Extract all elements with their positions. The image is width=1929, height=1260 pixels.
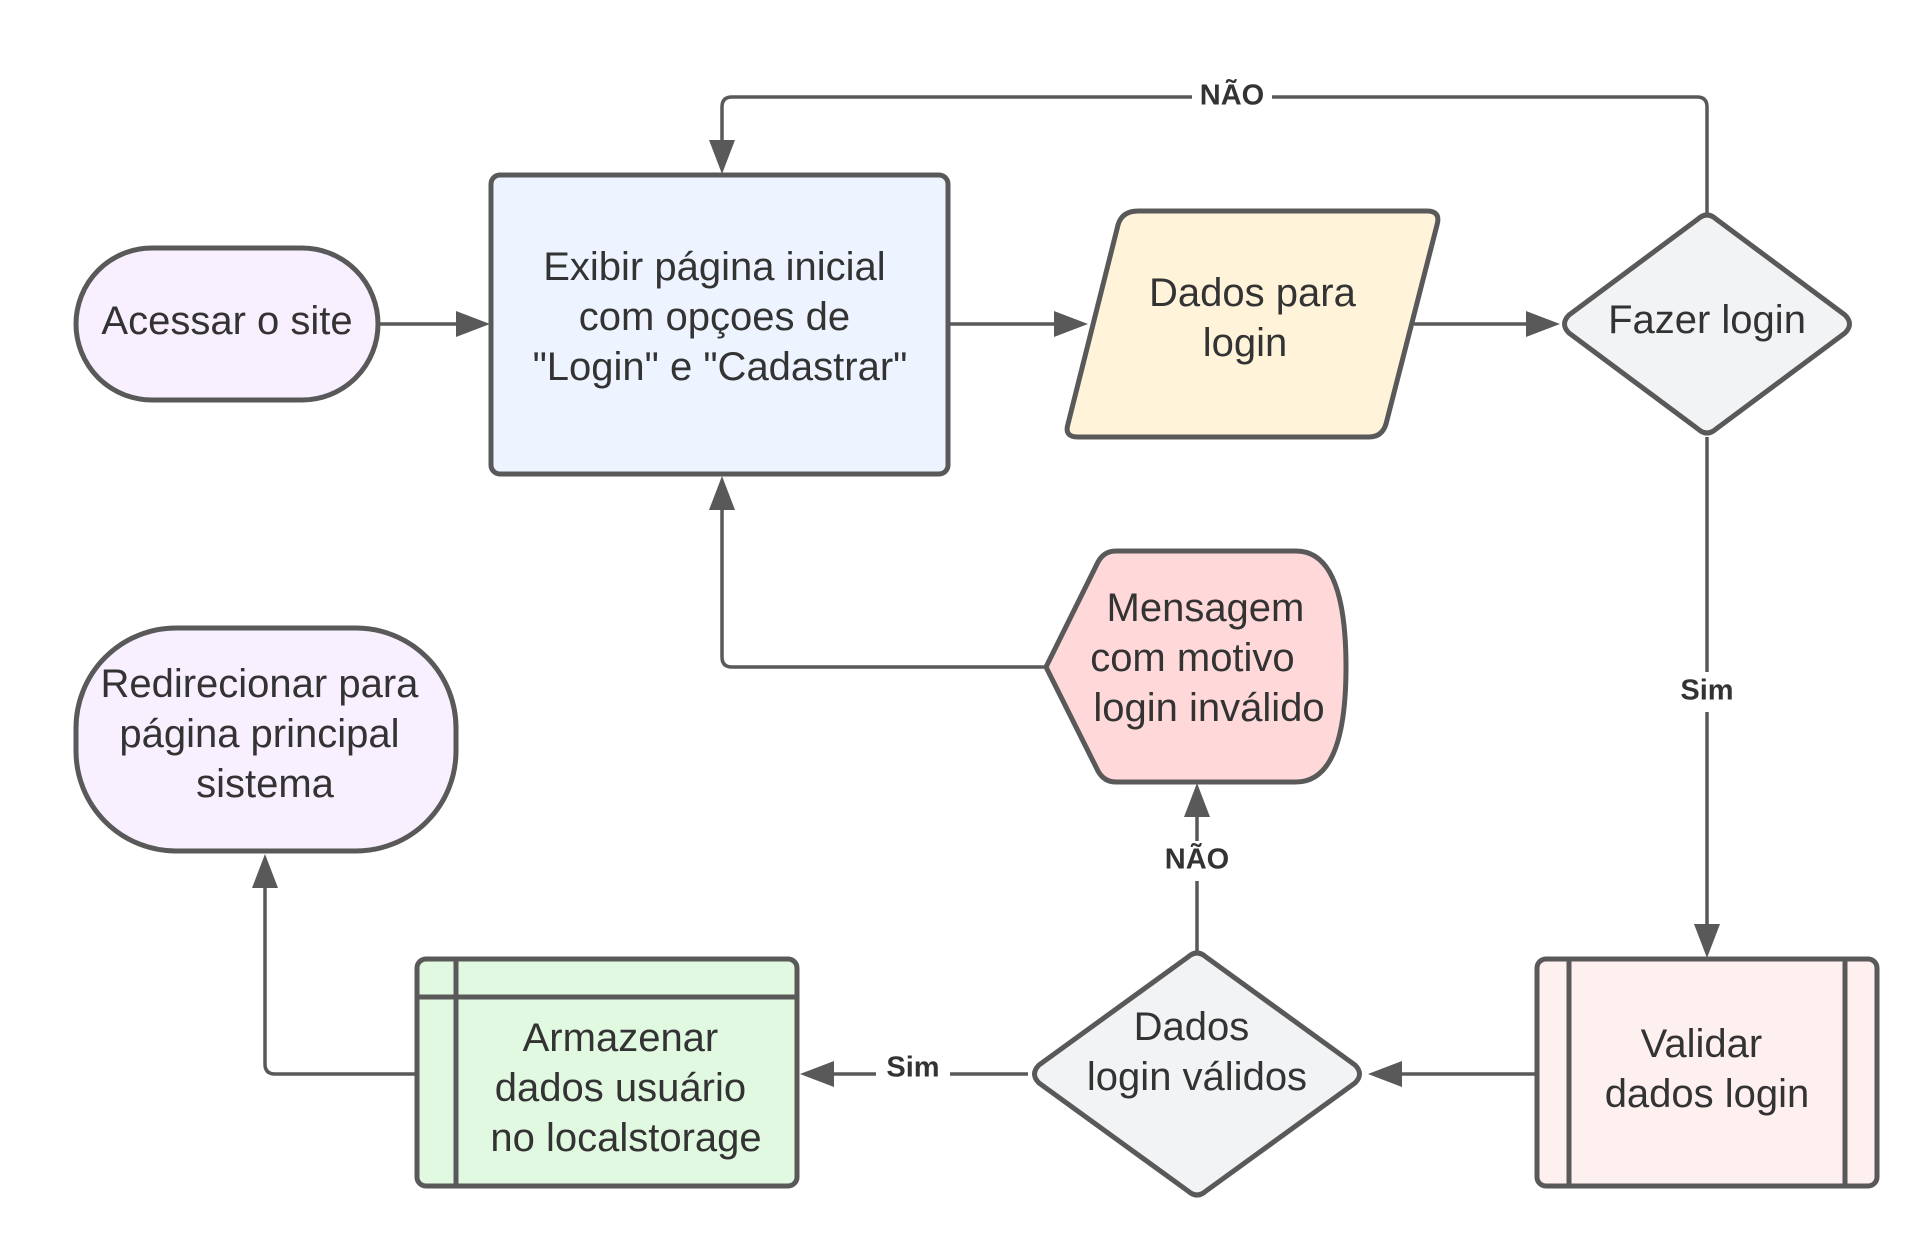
node-acessar-site: Acessar o site <box>73 245 381 403</box>
edge-label-fazer-login-nao: NÃO <box>1200 78 1264 112</box>
predefined-process-shape <box>1534 956 1880 1189</box>
edge-label-validos-sim: Sim <box>886 1052 939 1084</box>
display-shape <box>1043 548 1349 785</box>
arrowhead-dados-to-fazer-login <box>1526 311 1560 337</box>
node-fazer-login: Fazer login <box>1562 212 1852 436</box>
edge-mensagem-to-exibir <box>720 508 1046 669</box>
node-redirecionar: Redirecionar para página principal siste… <box>73 625 459 854</box>
arrowhead-validos-sim <box>800 1061 834 1087</box>
node-armazenar-localstorage: Armazenar dados usuário no localstorage <box>414 956 800 1189</box>
node-label: Dados para login <box>1149 271 1367 365</box>
edge-armazenar-to-redirecionar <box>263 886 416 1076</box>
label-bg-fazer-login-nao <box>1192 78 1272 116</box>
edge-labels: NÃO Sim NÃO Sim <box>876 78 1744 1089</box>
node-label: Redirecionar para página principal siste… <box>100 662 429 806</box>
nodes: Acessar o site Exibir página inicial com… <box>73 172 1880 1198</box>
edge-label-validos-nao: NÃO <box>1165 842 1229 876</box>
label-bg-validos-sim <box>876 1051 950 1089</box>
edges <box>252 95 1720 1087</box>
arrowhead-exibir-to-dados <box>1054 311 1088 337</box>
arrowhead-armazenar-to-redirecionar <box>252 854 278 888</box>
arrowhead-mensagem-to-exibir <box>709 476 735 510</box>
node-label: Exibir página inicial com opçoes de "Log… <box>533 245 908 389</box>
edge-label-fazer-login-sim: Sim <box>1680 675 1733 707</box>
decision-shape <box>1032 950 1362 1198</box>
decision-shape <box>1562 212 1852 436</box>
arrowhead-fazer-login-sim <box>1694 924 1720 958</box>
label-bg-validos-nao <box>1157 841 1237 881</box>
label-bg-fazer-login-sim <box>1670 672 1744 712</box>
node-mensagem-login-invalido: Mensagem com motivo login inválido <box>1043 548 1349 785</box>
arrowhead-acessar-to-exibir <box>456 311 490 337</box>
node-label: Armazenar dados usuário no localstorage <box>490 1016 761 1160</box>
node-dados-para-login: Dados para login <box>1064 208 1441 440</box>
node-validar-dados-login: Validar dados login <box>1534 956 1880 1189</box>
arrowhead-fazer-login-nao <box>709 140 735 174</box>
node-exibir-pagina-inicial: Exibir página inicial com opçoes de "Log… <box>488 172 951 477</box>
arrowhead-validar-to-validos <box>1368 1061 1402 1087</box>
node-label: Validar dados login <box>1605 1022 1810 1116</box>
node-label: Mensagem com motivo login inválido <box>1090 586 1324 730</box>
storage-shape <box>414 956 800 1189</box>
node-label: Acessar o site <box>101 299 352 343</box>
arrowhead-validos-nao <box>1184 783 1210 817</box>
node-label: Fazer login <box>1608 298 1806 342</box>
process-shape <box>488 172 951 477</box>
terminal-shape <box>73 625 459 854</box>
input-shape <box>1064 208 1441 440</box>
terminal-shape <box>73 245 381 403</box>
node-dados-login-validos: Dados login válidos <box>1032 950 1362 1198</box>
node-label: Dados login válidos <box>1087 1005 1307 1099</box>
